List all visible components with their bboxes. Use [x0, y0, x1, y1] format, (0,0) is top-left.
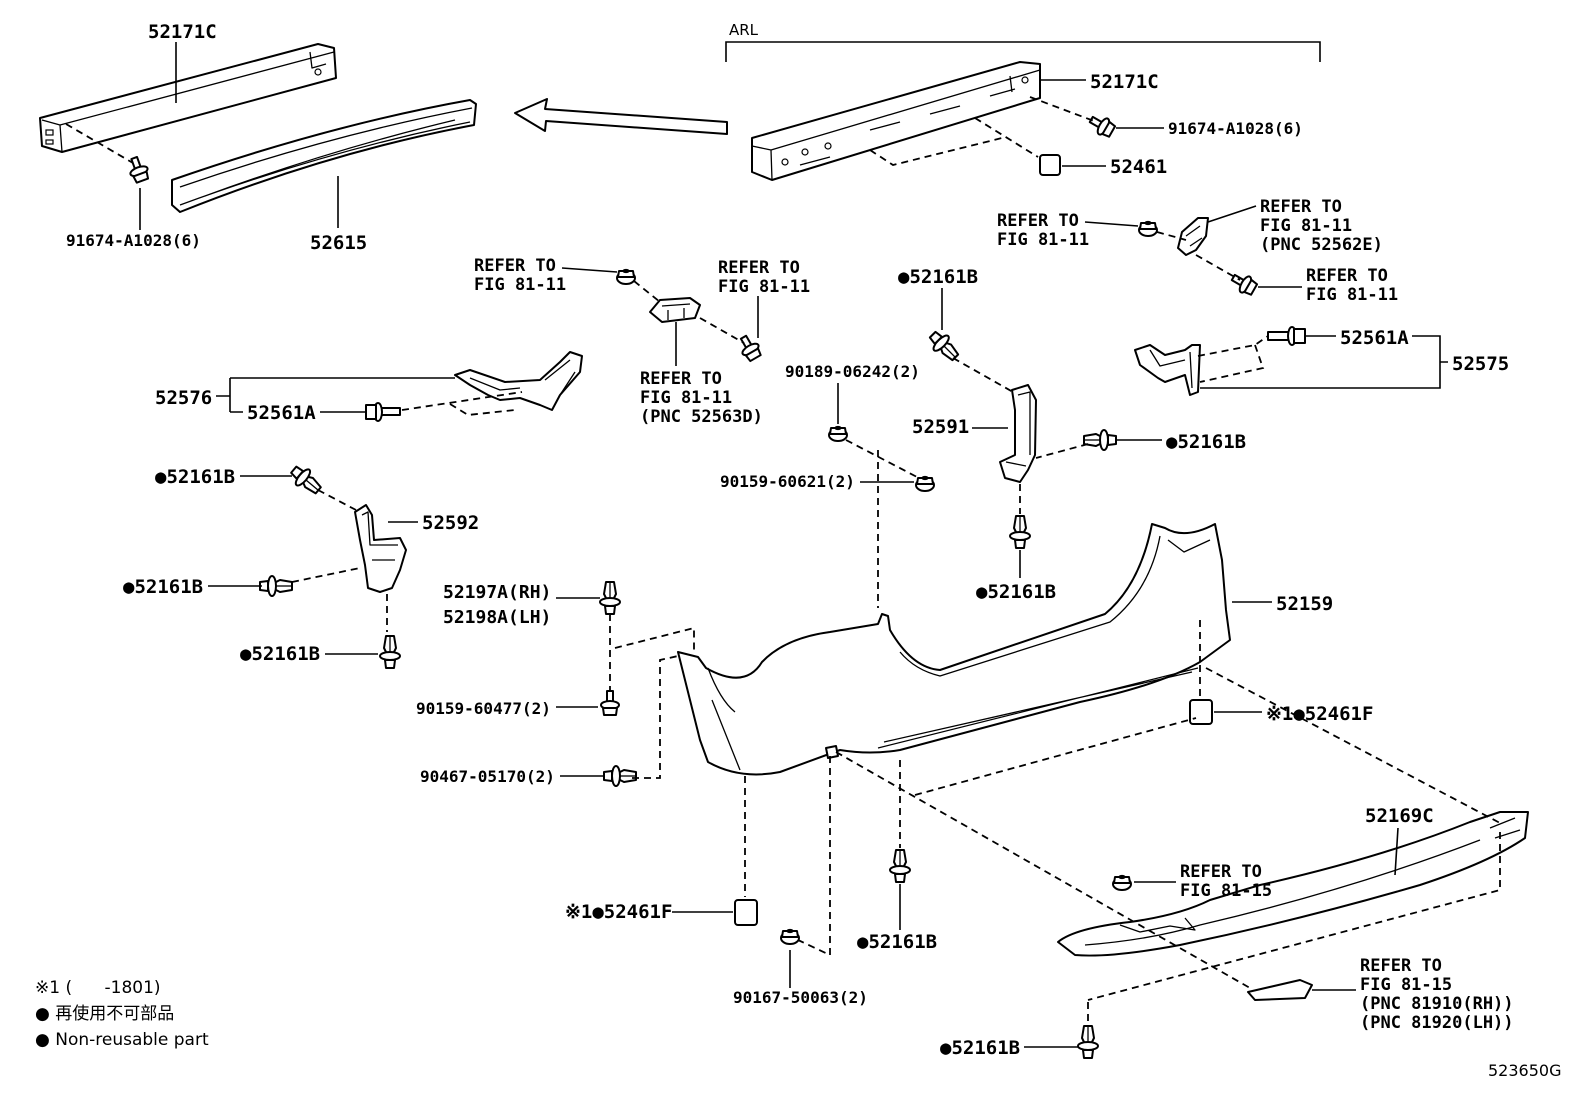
label-refer-clip-spoiler: REFER TO FIG 81-15 — [1180, 862, 1272, 901]
part-labels: 52171C 91674-A1028(6) 52615 ARL 52171C 9… — [66, 21, 1524, 1059]
label-bolt-upper-right: 91674-A1028(6) — [1168, 119, 1303, 138]
label-cap-left: ※1●52461F — [565, 901, 672, 923]
label-clip-left-retainer-side: ●52161B — [123, 576, 203, 598]
label-bumper-cover: 52159 — [1276, 593, 1333, 615]
clip-bumper-lower — [889, 849, 911, 883]
label-refer-reflector: REFER TO FIG 81-15 (PNC 81910(RH)) (PNC … — [1360, 956, 1524, 1033]
clip-upper-center — [924, 326, 964, 366]
retainer-52197a — [599, 581, 621, 615]
clip-upper-right — [1138, 220, 1158, 237]
clip-left-retainer-bottom — [379, 635, 401, 669]
arl-bracket — [725, 41, 1321, 62]
label-clip-90467: 90467-05170(2) — [420, 767, 555, 786]
bumper-cover — [677, 523, 1231, 776]
bracket-right-assy — [1134, 344, 1201, 396]
clip-90189 — [828, 425, 848, 442]
label-side-retainer-left: 52592 — [422, 512, 479, 534]
label-clip-left-retainer-bottom: ●52161B — [240, 643, 320, 665]
side-retainer-left — [354, 504, 407, 593]
label-refer-bracket-upper-mid: REFER TO FIG 81-11 (PNC 52563D) — [640, 369, 763, 427]
bolt-upper-right-bracket — [1227, 268, 1260, 299]
figure-code: 523650G — [1488, 1061, 1561, 1080]
legend-note-1: ※1 ( -1801) — [35, 978, 161, 998]
clip-90467 — [603, 765, 637, 787]
label-nut-90167: 90167-50063(2) — [733, 988, 868, 1007]
clip-right-retainer-side — [1083, 429, 1117, 451]
bolt-upper-mid — [734, 331, 765, 364]
reinforcement-upper-left — [39, 43, 337, 153]
label-clip-bumper-lower: ●52161B — [857, 931, 937, 953]
label-clip-right-retainer-side: ●52161B — [1166, 431, 1246, 453]
label-lower-spoiler: 52169C — [1365, 805, 1434, 827]
label-cap-upper: 52461 — [1110, 156, 1167, 178]
label-nut-90159-60621: 90159-60621(2) — [720, 472, 855, 491]
label-bracket-left-assy: 52576 — [155, 387, 212, 409]
label-screw-90159-60477: 90159-60477(2) — [416, 699, 551, 718]
cap-upper — [1039, 154, 1061, 176]
leader-lines — [139, 42, 1448, 1048]
bracket-pnc-52562e — [1177, 217, 1209, 256]
bracket-left-assy — [454, 351, 583, 411]
label-energy-absorber: 52615 — [310, 232, 367, 254]
reflector — [1247, 979, 1313, 1001]
label-retainer-rh: 52197A(RH) — [443, 582, 551, 603]
label-reinforcement-upper-left: 52171C — [148, 21, 217, 43]
label-clip-spoiler-lower: ●52161B — [940, 1037, 1020, 1059]
bolt-left-bracket — [365, 402, 401, 422]
label-bolt-upper-left: 91674-A1028(6) — [66, 231, 201, 250]
label-side-retainer-right: 52591 — [912, 416, 969, 438]
assembly-lines — [65, 96, 1501, 1024]
label-arl: ARL — [729, 21, 759, 39]
label-refer-clip-upper-right: REFER TO FIG 81-11 — [997, 211, 1089, 250]
lower-spoiler — [1057, 811, 1529, 957]
reinforcement-upper-right — [751, 61, 1041, 181]
energy-absorber — [171, 99, 477, 213]
label-bolt-left-bracket: 52561A — [247, 402, 316, 424]
label-bolt-right-bracket: 52561A — [1340, 327, 1409, 349]
label-reinforcement-upper-right: 52171C — [1090, 71, 1159, 93]
label-refer-bolt-upper-mid: REFER TO FIG 81-11 — [718, 258, 810, 297]
side-retainer-right — [999, 384, 1037, 483]
nut-90167 — [780, 928, 800, 945]
clip-spoiler-lower — [1077, 1025, 1099, 1059]
legend: ※1 ( -1801) ● 再使用不可部品 ● Non-reusable par… — [35, 978, 209, 1050]
cap-left — [734, 899, 758, 926]
label-clip-left-retainer-top: ●52161B — [155, 466, 235, 488]
label-refer-bracket-upper-right: REFER TO FIG 81-11 (PNC 52562E) — [1260, 197, 1383, 255]
label-clip-90189: 90189-06242(2) — [785, 362, 920, 381]
clip-right-retainer-bottom — [1009, 515, 1031, 549]
clip-upper-mid — [616, 268, 636, 285]
label-refer-clip-upper-mid: REFER TO FIG 81-11 — [474, 256, 566, 295]
bolt-right-bracket — [1267, 326, 1306, 346]
legend-non-reusable-en: ● Non-reusable part — [35, 1030, 209, 1050]
direction-arrow — [514, 98, 728, 135]
bolt-upper-right — [1085, 110, 1118, 141]
label-refer-bolt-upper-right: REFER TO FIG 81-11 — [1306, 266, 1398, 305]
nut-90159-60621 — [915, 475, 935, 492]
legend-non-reusable-ja: ● 再使用不可部品 — [35, 1003, 174, 1024]
label-retainer-lh: 52198A(LH) — [443, 607, 551, 628]
clip-left-retainer-side — [259, 575, 293, 597]
label-cap-right: ※1●52461F — [1266, 703, 1373, 725]
label-clip-upper-center: ●52161B — [898, 266, 978, 288]
clip-left-retainer-top — [286, 461, 326, 499]
screw-90159-60477 — [600, 690, 620, 716]
label-bracket-right-assy: 52575 — [1452, 353, 1509, 375]
bolt-upper-left — [124, 153, 152, 185]
cap-right — [1189, 699, 1213, 725]
label-clip-right-retainer-bottom: ●52161B — [976, 581, 1056, 603]
bracket-pnc-52563d — [649, 297, 701, 323]
clip-spoiler — [1112, 874, 1132, 891]
